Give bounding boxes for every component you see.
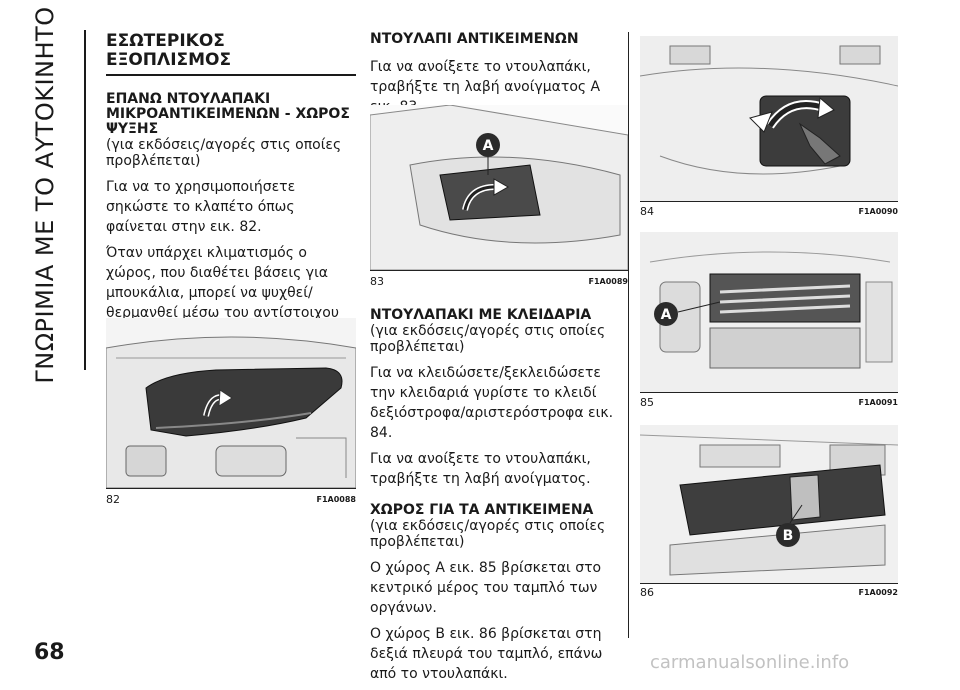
callout-a: A: [661, 307, 672, 323]
chapter-title-line2: ΕΞΟΠΛΙΣΜΟΣ: [106, 50, 232, 70]
figure-code: F1A0089: [588, 277, 629, 286]
section-title-lockable-glovebox: ΝΤΟΥΛΑΠΑΚΙ ΜΕ ΚΛΕΙΔΑΡΙΑ: [370, 307, 592, 323]
figure-83: A 83 F1A0089: [370, 105, 628, 295]
figure-84-image: [640, 36, 898, 201]
figure-82: 82 F1A0088: [106, 318, 356, 508]
column-separator: [628, 32, 629, 638]
section-title-line2: ΜΙΚΡΟΑΝΤΙΚΕΙΜΕΝΩΝ - ΧΩΡΟΣ: [106, 106, 350, 122]
figure-caption-rule: [106, 488, 356, 489]
figure-86: B 86 F1A0092: [640, 425, 898, 601]
figure-code: F1A0088: [316, 495, 357, 504]
section-title-storage-space: ΧΩΡΟΣ ΓΙΑ ΤΑ ΑΝΤΙΚΕΙΜΕΝΑ: [370, 502, 594, 518]
figure-85: A 85 F1A0091: [640, 232, 898, 410]
figure-number: 85: [640, 396, 654, 409]
figure-code: F1A0090: [858, 207, 899, 216]
section-title-line3: ΨΥΞΗΣ: [106, 121, 159, 137]
chapter-title-line1: ΕΣΩΤΕΡΙΚΟΣ: [106, 31, 225, 51]
title-rule: [106, 74, 356, 76]
figure-85-image: A: [640, 232, 898, 392]
figure-caption-rule: [640, 201, 898, 202]
watermark: carmanualsonline.info: [650, 652, 850, 673]
section-note: (για εκδόσεις/αγορές στις οποίες προβλέπ…: [106, 137, 342, 169]
figure-caption-rule: [640, 392, 898, 393]
figure-84: 84 F1A0090: [640, 36, 898, 218]
figure-code: F1A0092: [858, 588, 899, 597]
paragraph: Για να ανοίξετε το ντουλαπάκι, τραβήξτε …: [370, 451, 591, 487]
figure-number: 86: [640, 586, 654, 599]
figure-82-image: [106, 318, 356, 488]
figure-number: 84: [640, 205, 654, 218]
page-number: 68: [34, 640, 65, 665]
chapter-divider: [84, 30, 86, 370]
chapter-tab: ΓΝΩΡΙΜΙΑ ΜΕ ΤΟ ΑΥΤΟΚΙΝΗΤΟ: [30, 6, 60, 383]
paragraph: Για να το χρησιμοποιήσετε σηκώστε το κλα…: [106, 179, 296, 235]
figure-code: F1A0091: [858, 398, 899, 407]
figure-83-image: A: [370, 105, 628, 270]
section-note: (για εκδόσεις/αγορές στις οποίες προβλέπ…: [370, 323, 606, 355]
figure-number: 83: [370, 275, 384, 288]
figure-caption-rule: [640, 583, 898, 584]
figure-86-image: B: [640, 425, 898, 583]
callout-b: B: [783, 528, 794, 544]
paragraph: Ο χώρος A εικ. 85 βρίσκεται στο κεντρικό…: [370, 560, 602, 616]
section-note: (για εκδόσεις/αγορές στις οποίες προβλέπ…: [370, 518, 606, 550]
section-title-line1: ΕΠΑΝΩ ΝΤΟΥΛΑΠΑΚΙ: [106, 91, 271, 107]
section-title-glovebox: ΝΤΟΥΛΑΠΙ ΑΝΤΙΚΕΙΜΕΝΩΝ: [370, 31, 579, 47]
paragraph: Ο χώρος B εικ. 86 βρίσκεται στη δεξιά πλ…: [370, 626, 603, 682]
paragraph: Για να κλειδώσετε/ξεκλειδώσετε την κλειδ…: [370, 365, 614, 441]
chapter-tab-label: ΓΝΩΡΙΜΙΑ ΜΕ ΤΟ ΑΥΤΟΚΙΝΗΤΟ: [31, 6, 59, 384]
chapter-title: ΕΣΩΤΕΡΙΚΟΣ ΕΞΟΠΛΙΣΜΟΣ: [106, 32, 356, 70]
figure-number: 82: [106, 493, 120, 506]
column-2-lower: ΝΤΟΥΛΑΠΑΚΙ ΜΕ ΚΛΕΙΔΑΡΙΑ (για εκδόσεις/αγ…: [370, 308, 628, 690]
section-title-upper-compartment: ΕΠΑΝΩ ΝΤΟΥΛΑΠΑΚΙ ΜΙΚΡΟΑΝΤΙΚΕΙΜΕΝΩΝ - ΧΩΡ…: [106, 92, 356, 137]
callout-a: A: [483, 138, 494, 154]
figure-caption-rule: [370, 270, 628, 271]
